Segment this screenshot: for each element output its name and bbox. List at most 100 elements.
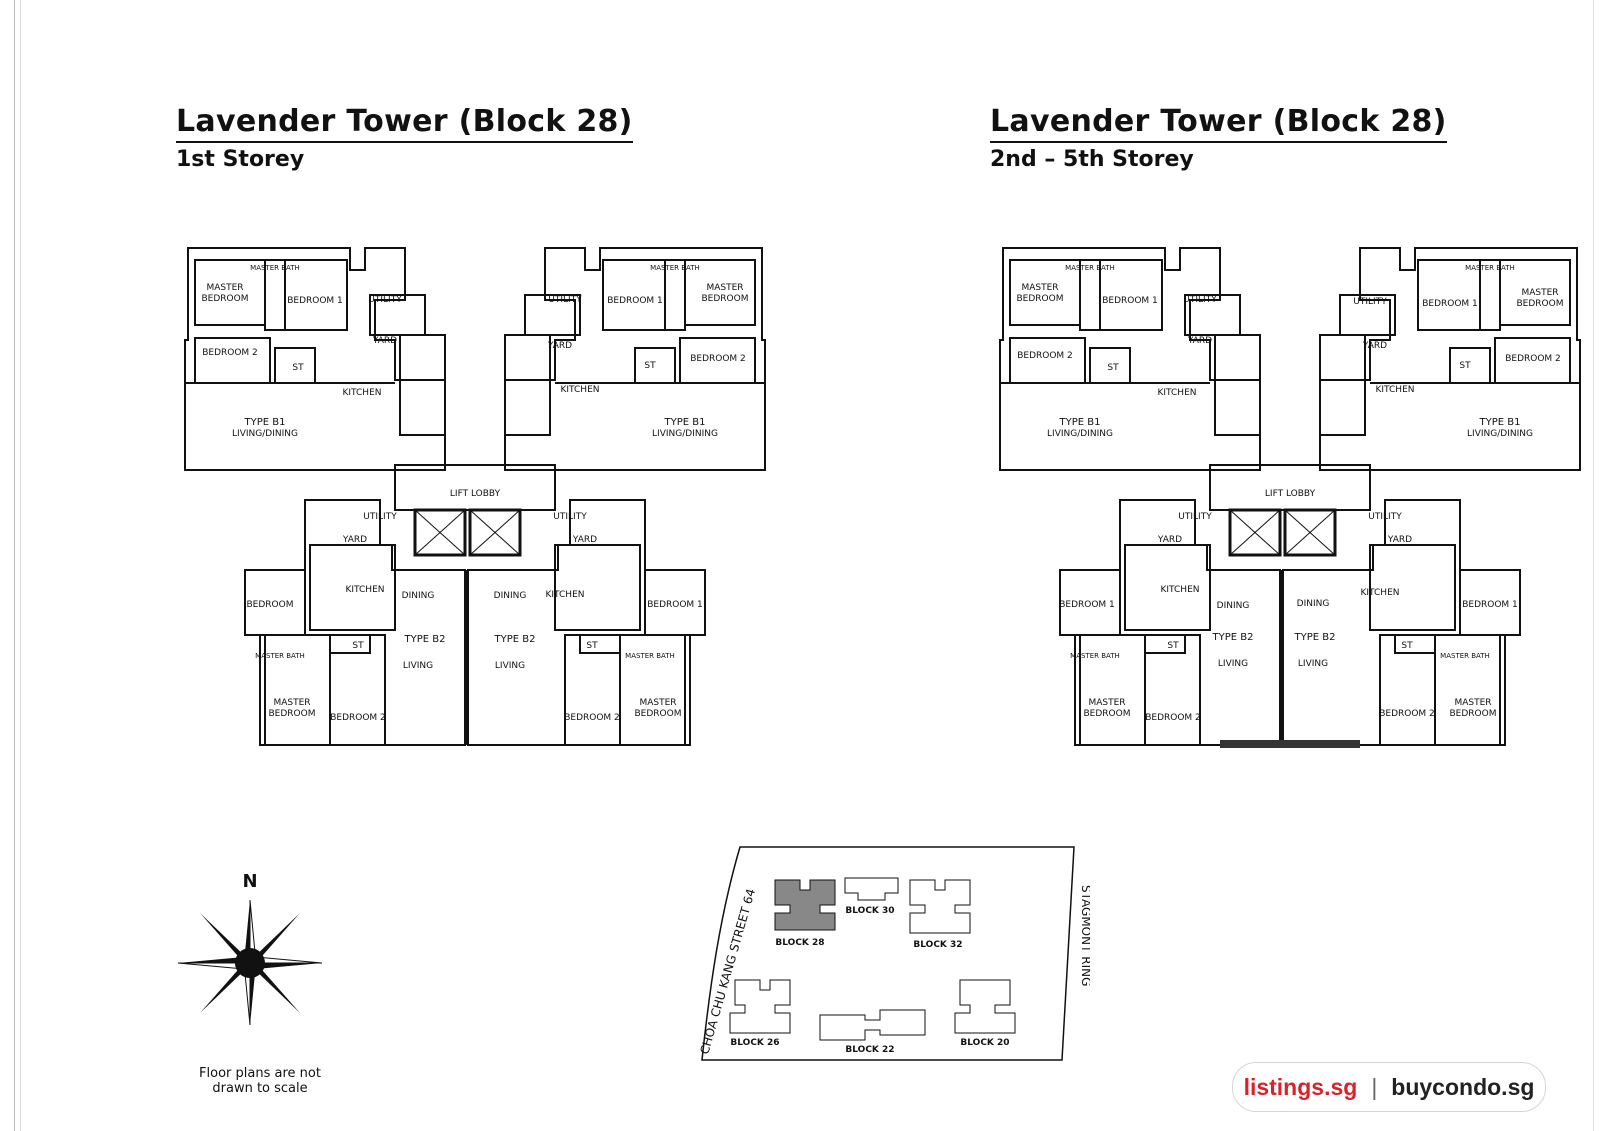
block-32-shape [909, 879, 971, 934]
label-st: ST [644, 361, 656, 371]
label-bedroom-1: BEDROOM 1 [1462, 600, 1518, 610]
label-bedroom: BEDROOM [202, 294, 249, 304]
road-label-right: STAGMONT RING [1079, 885, 1090, 986]
label-type-b1: TYPE B1 [1479, 417, 1521, 428]
right-title: Lavender Tower (Block 28) [990, 104, 1447, 143]
label-master-bath: MASTER BATH [1465, 264, 1515, 272]
label-yard: YARD [547, 341, 572, 351]
label-st: ST [292, 363, 304, 373]
label-type-b2: TYPE B2 [494, 634, 536, 645]
brand-separator: | [1371, 1073, 1378, 1100]
label-bedroom-2: BEDROOM 2 [564, 713, 620, 723]
label-master-bath: MASTER BATH [255, 652, 305, 660]
label-kitchen: KITCHEN [1361, 588, 1400, 598]
label-living: LIVING [1218, 659, 1248, 669]
label-lift-lobby: LIFT LOBBY [450, 489, 501, 499]
label-bedroom-2: BEDROOM 2 [1145, 713, 1201, 723]
label-bedroom: BEDROOM [1084, 709, 1131, 719]
label-lift-lobby: LIFT LOBBY [1265, 489, 1316, 499]
label-kitchen: KITCHEN [346, 585, 385, 595]
label-master-bath: MASTER BATH [1440, 652, 1490, 660]
wall-strip [1220, 740, 1360, 748]
label-utility: UTILITY [368, 295, 402, 305]
label-yard: YARD [1187, 336, 1212, 346]
label-type-b1: TYPE B1 [1059, 417, 1101, 428]
label-living-dining: LIVING/DINING [1047, 429, 1113, 439]
scan-edge-line [1593, 0, 1594, 1131]
label-utility: UTILITY [548, 295, 582, 305]
label-bedroom-2: BEDROOM 2 [1379, 709, 1435, 719]
label-yard: YARD [1387, 535, 1412, 545]
label-bedroom-2: BEDROOM 2 [330, 713, 386, 723]
brand-buycondo[interactable]: buycondo.sg [1391, 1073, 1535, 1100]
label-yard: YARD [1157, 535, 1182, 545]
brand-badge[interactable]: listings.sg | buycondo.sg [1232, 1062, 1546, 1112]
label-st: ST [586, 641, 598, 651]
floor-plan-1st-storey: MASTER BEDROOM MASTER BATH BEDROOM 1 BED… [184, 247, 766, 746]
block-label: BLOCK 30 [845, 906, 894, 916]
label-kitchen: KITCHEN [343, 388, 382, 398]
label-master: MASTER [706, 283, 743, 293]
label-master-bath: MASTER BATH [625, 652, 675, 660]
road-label-left: CHOA CHU KANG STREET 64 [697, 887, 758, 1056]
label-living: LIVING [403, 661, 433, 671]
label-type-b1: TYPE B1 [664, 417, 706, 428]
label-bedroom: BEDROOM [1017, 294, 1064, 304]
floor-plan-2nd-5th-storey: MASTER BEDROOM MASTER BATH BEDROOM 1 BED… [999, 247, 1581, 748]
label-master: MASTER [1021, 283, 1058, 293]
label-st: ST [1401, 641, 1413, 651]
scan-edge-line [20, 0, 21, 1131]
scale-note-line-1: Floor plans are not [199, 1066, 321, 1081]
label-master: MASTER [1521, 288, 1558, 298]
label-dining: DINING [1217, 601, 1250, 611]
label-yard: YARD [1362, 341, 1387, 351]
label-bedroom-1: BEDROOM 1 [1059, 600, 1115, 610]
block-label: BLOCK 28 [775, 938, 824, 948]
label-st: ST [1459, 361, 1471, 371]
label-bedroom-1: BEDROOM 1 [1422, 299, 1478, 309]
block-label: BLOCK 26 [730, 1038, 779, 1048]
label-living: LIVING [1298, 659, 1328, 669]
label-utility: UTILITY [553, 512, 587, 522]
label-bedroom-1: BEDROOM 1 [647, 600, 703, 610]
left-title: Lavender Tower (Block 28) [176, 104, 633, 143]
label-bedroom-2: BEDROOM 2 [1017, 351, 1073, 361]
label-bedroom: BEDROOM [269, 709, 316, 719]
label-dining: DINING [1297, 599, 1330, 609]
label-kitchen: KITCHEN [1161, 585, 1200, 595]
label-living-dining: LIVING/DINING [232, 429, 298, 439]
block-label: BLOCK 22 [845, 1045, 894, 1055]
label-master: MASTER [273, 698, 310, 708]
left-subtitle: 1st Storey [176, 147, 305, 172]
label-type-b2: TYPE B2 [1294, 632, 1336, 643]
label-master-bath: MASTER BATH [250, 264, 300, 272]
label-bedroom: BEDROOM [1517, 299, 1564, 309]
scale-note: Floor plans are not drawn to scale [180, 1066, 340, 1096]
label-utility: UTILITY [1353, 297, 1387, 307]
label-bedroom: BEDROOM [702, 294, 749, 304]
label-living-dining: LIVING/DINING [1467, 429, 1533, 439]
label-type-b2: TYPE B2 [404, 634, 446, 645]
scale-note-line-2: drawn to scale [212, 1081, 308, 1096]
brand-listings[interactable]: listings.sg [1243, 1073, 1358, 1100]
scan-edge-line [14, 0, 15, 1131]
label-bedroom-1: BEDROOM 1 [1102, 296, 1158, 306]
label-bedroom-only: BEDROOM [247, 600, 294, 610]
label-utility: UTILITY [1368, 512, 1402, 522]
label-living: LIVING [495, 661, 525, 671]
label-master: MASTER [1454, 698, 1491, 708]
block-label: BLOCK 20 [960, 1038, 1009, 1048]
label-kitchen: KITCHEN [1376, 385, 1415, 395]
block-label: BLOCK 32 [913, 940, 962, 950]
label-master-bath: MASTER BATH [650, 264, 700, 272]
label-master-bath: MASTER BATH [1065, 264, 1115, 272]
label-master: MASTER [639, 698, 676, 708]
label-utility: UTILITY [363, 512, 397, 522]
label-yard: YARD [372, 336, 397, 346]
right-heading: Lavender Tower (Block 28) 2nd – 5th Stor… [990, 104, 1447, 172]
label-bedroom: BEDROOM [635, 709, 682, 719]
label-utility: UTILITY [1178, 512, 1212, 522]
label-bedroom-1: BEDROOM 1 [287, 296, 343, 306]
label-st: ST [1167, 641, 1179, 651]
block-28-shape [774, 879, 836, 931]
